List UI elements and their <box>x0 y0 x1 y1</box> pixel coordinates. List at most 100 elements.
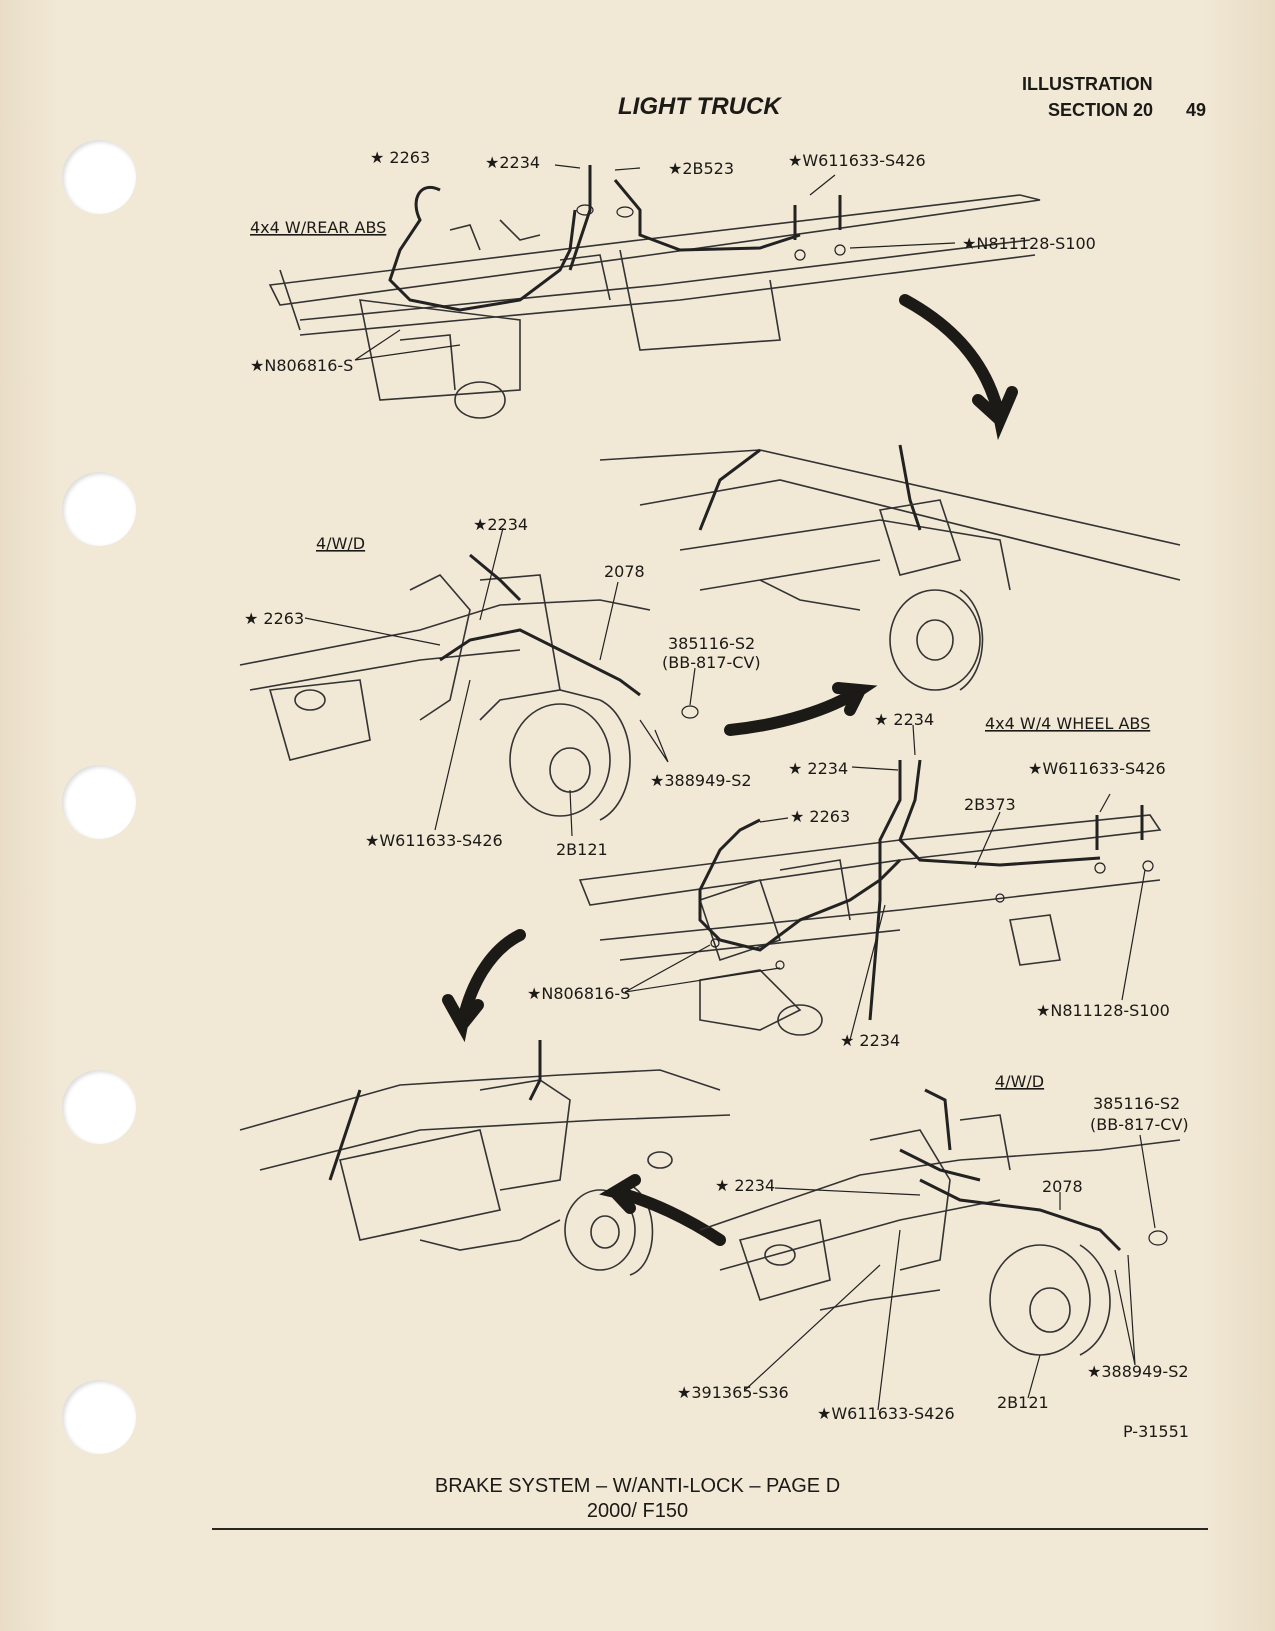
part-label: ★N806816-S <box>527 984 630 1003</box>
footer-caption: BRAKE SYSTEM – W/ANTI-LOCK – PAGE D <box>434 1475 841 1497</box>
brake-line <box>899 1148 981 1182</box>
caliper <box>629 1184 654 1276</box>
leader-line <box>354 164 956 361</box>
part-label: 2078 <box>1042 1177 1083 1196</box>
frame-bracket <box>869 1114 1011 1271</box>
frame-rail <box>599 879 1161 961</box>
leader-line <box>304 527 696 837</box>
frame-rail <box>239 1069 731 1171</box>
axle <box>819 1289 941 1311</box>
brake-line <box>698 818 902 952</box>
page-title: LIGHT TRUCK <box>618 93 781 120</box>
panel-title: 4x4 W/4 WHEEL ABS <box>985 714 1150 733</box>
hub <box>549 747 591 793</box>
panel-title: 4/W/D <box>995 1072 1044 1091</box>
binder-hole <box>62 140 136 214</box>
spring-pocket <box>294 689 326 711</box>
spring-seat <box>738 1219 831 1301</box>
part-label: ★2234 <box>485 153 540 172</box>
part-label: ★2234 <box>473 515 528 534</box>
brake-line <box>328 1040 542 1181</box>
flow-arrow <box>442 929 526 1043</box>
frame-rail <box>268 194 1041 306</box>
part-label: ★ 2263 <box>370 148 430 167</box>
part-label: ★391365-S36 <box>677 1383 789 1402</box>
rear-abs-panel: ★ 2263 ★2234 ★2B523 ★W611633-S426 ★N8111… <box>250 148 1096 419</box>
spring-pocket <box>764 1244 796 1266</box>
differential <box>454 381 506 419</box>
hub <box>916 619 954 661</box>
part-label: ★ 2234 <box>874 710 934 729</box>
bracket-hole <box>647 1151 673 1169</box>
brake-line <box>388 185 577 312</box>
axle-housing <box>699 969 802 1031</box>
frame-rail <box>299 239 1036 336</box>
part-label: ★388949-S2 <box>1087 1362 1189 1381</box>
brake-rotor <box>989 1244 1091 1356</box>
bolt <box>681 705 699 719</box>
illustration-label: ILLUSTRATION <box>1022 74 1153 94</box>
part-label: ★ 2234 <box>715 1176 775 1195</box>
brake-rotor <box>889 589 981 691</box>
brake-line <box>919 1088 1122 1252</box>
fitting <box>616 206 634 218</box>
part-label: ★W611633-S426 <box>1028 759 1166 778</box>
bolt <box>1095 805 1144 850</box>
crossmember <box>279 249 781 351</box>
part-label: 2B121 <box>997 1393 1049 1412</box>
flow-arrow <box>899 294 1018 441</box>
brake-line <box>439 628 641 697</box>
brake-line <box>898 759 1101 867</box>
part-label: ★ 2263 <box>244 609 304 628</box>
front-abs-detail-panel <box>239 1040 731 1276</box>
differential <box>777 1004 823 1036</box>
part-label: 385116-S2 <box>668 634 755 653</box>
footer-rule <box>212 1528 1208 1530</box>
binder-hole <box>62 1070 136 1144</box>
wheel-abs-panel: 4x4 W/4 WHEEL ABS ★ 2234 ★ 2234 ★W611633… <box>527 710 1170 1050</box>
clip <box>834 244 846 256</box>
caliper <box>1079 1244 1111 1356</box>
part-label: (BB-817-CV) <box>1090 1115 1189 1134</box>
axle <box>479 689 601 721</box>
caliper-bracket <box>878 499 962 576</box>
brake-rotor <box>564 1189 636 1271</box>
brake-line <box>868 760 902 1021</box>
clip <box>1094 862 1106 874</box>
binder-hole <box>62 472 136 546</box>
page-number: 49 <box>1186 100 1207 120</box>
frame-rail <box>679 519 1011 591</box>
frame-rail <box>699 1139 1181 1271</box>
part-label: (BB-817-CV) <box>662 653 761 672</box>
bolt <box>793 195 842 240</box>
frame-bracket <box>479 1079 571 1191</box>
part-label: 385116-S2 <box>1093 1094 1180 1113</box>
frame-bracket <box>1009 914 1061 966</box>
hub <box>590 1215 620 1249</box>
caliper <box>599 699 631 821</box>
axle <box>759 579 861 611</box>
part-label: ★388949-S2 <box>650 771 752 790</box>
part-label: ★N811128-S100 <box>962 234 1096 253</box>
part-label: ★W611633-S426 <box>788 151 926 170</box>
clip <box>710 938 720 948</box>
spring-seat <box>268 679 371 761</box>
part-label: ★W611633-S426 <box>817 1404 955 1423</box>
frame-rail <box>239 599 651 691</box>
leader-line <box>624 724 1146 1041</box>
bolt <box>1148 1230 1168 1246</box>
caliper <box>959 589 984 691</box>
brake-line <box>568 165 592 271</box>
front-4wd-panel-2: 4/W/D 385116-S2 (BB-817-CV) ★ 2234 2078 … <box>677 1072 1189 1423</box>
flow-arrow <box>724 682 878 736</box>
brake-rotor <box>509 703 611 817</box>
part-label: ★ 2263 <box>790 807 850 826</box>
axle <box>419 1219 561 1251</box>
figure-id: P-31551 <box>1123 1422 1189 1441</box>
axle-housing <box>358 299 521 401</box>
rear-abs-detail-panel <box>599 444 1181 691</box>
part-label: ★N806816-S <box>250 356 353 375</box>
part-label: 2B373 <box>964 795 1016 814</box>
brake-line <box>698 444 922 531</box>
